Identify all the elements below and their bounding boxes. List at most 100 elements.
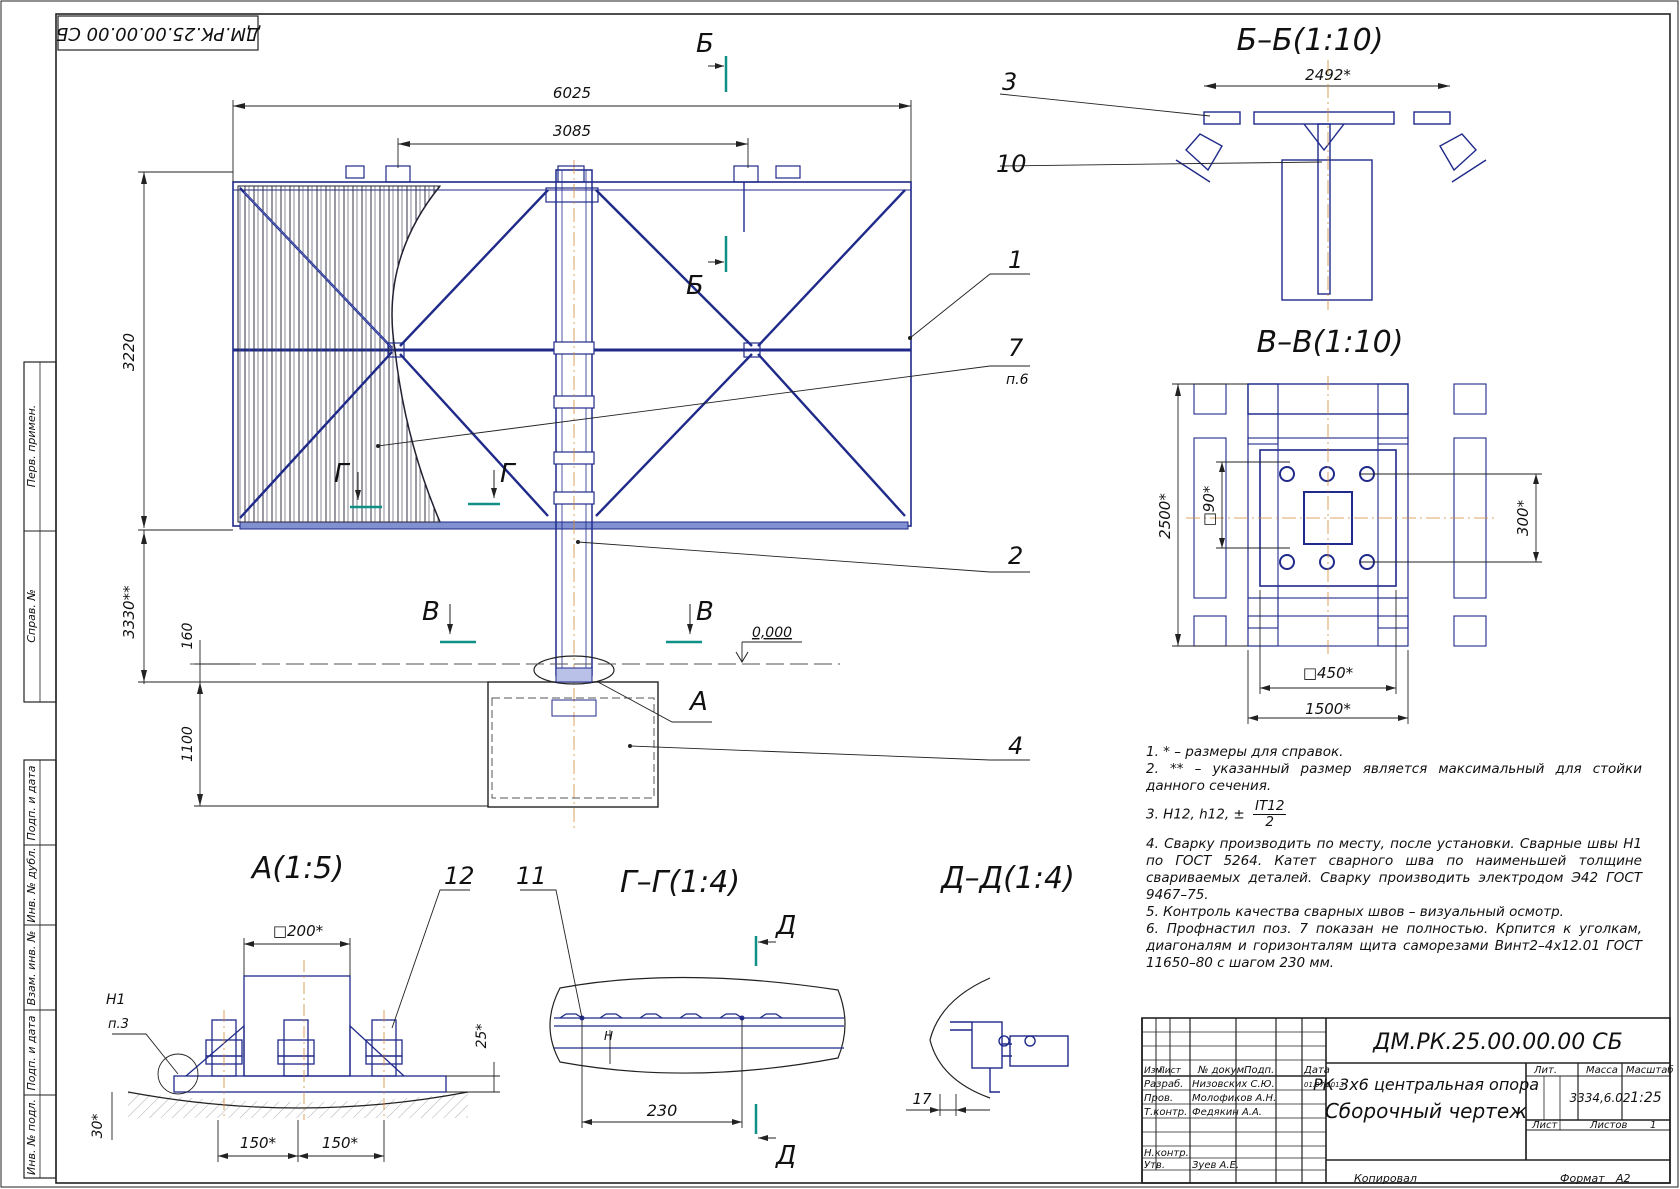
approval-date: 01.07.2013: [1304, 1081, 1344, 1089]
section-mark-b-top: Б: [696, 29, 714, 59]
document-type: Сборочный чертеж: [1325, 1099, 1527, 1123]
level-marker: 0,000: [735, 625, 802, 663]
section-vv-dim-width: 1500*: [1305, 700, 1351, 718]
footer: Копировал Формат А2: [1354, 1172, 1631, 1185]
note-1: 1. * – размеры для справок.: [1146, 744, 1344, 760]
section-vv: В–В(1:10): [1156, 325, 1542, 724]
section-gg-mark-d-top: Д: [775, 911, 796, 941]
section-gg-title: Г–Г(1:4): [620, 865, 740, 900]
detail-a-title: А(1:5): [250, 851, 344, 886]
section-bb-pos3: 3: [1002, 68, 1017, 96]
detail-a-dim-150b: 150*: [322, 1134, 359, 1152]
role-razrab: Разраб.: [1144, 1078, 1183, 1090]
technical-notes: 1. * – размеры для справок. 2. ** – указ…: [1146, 744, 1642, 972]
detail-a-weld: Н1: [106, 992, 125, 1008]
detail-a-dim-150a: 150*: [240, 1134, 277, 1152]
diagonal-braces: [239, 187, 906, 519]
detail-mark-a: А: [688, 687, 708, 717]
section-gg-pos11: 11: [516, 862, 547, 890]
section-mark-g-right: Г: [500, 459, 517, 489]
section-cut-marks: Б Б Г Г В В: [334, 29, 728, 644]
note-4: 4. Сварку производить по месту, после ус…: [1146, 836, 1642, 903]
lit-label: Лит.: [1533, 1065, 1557, 1076]
format-label: Формат: [1560, 1172, 1605, 1185]
detail-a-break-outline: [128, 1092, 468, 1118]
section-mark-b-bottom: Б: [686, 271, 704, 301]
side-stamp-labels: Перв. примен. Справ. № Подп. и дата Инв.…: [25, 405, 38, 1175]
note-3-text: 3. Н12, h12, ±: [1146, 806, 1245, 823]
corner-designation-stamp: ДМ.РК.25.00.00.00 СБ: [56, 15, 261, 51]
section-dd-title: Д–Д(1:4): [939, 861, 1075, 896]
col-sign: Подп.: [1244, 1065, 1274, 1076]
side-stamp-label: Перв. примен.: [25, 405, 38, 488]
section-gg-dim-230: 230: [647, 1101, 678, 1120]
detail-a-weld-note: п.3: [108, 1017, 129, 1032]
scale-label: Масштаб: [1626, 1064, 1674, 1076]
col-date: Дата: [1303, 1065, 1330, 1076]
copied-label: Копировал: [1354, 1172, 1417, 1185]
title-block-text: ДМ.РК.25.00.00.00 СБ РК 3х6 центральная …: [1144, 1030, 1674, 1171]
note-2: 2. ** – указанный размер является максим…: [1146, 761, 1642, 794]
position-leaders: [377, 273, 1030, 761]
position-1: 1: [1008, 246, 1023, 274]
dim-foundation-depth: 1100: [180, 726, 196, 762]
sheets-value: 1: [1650, 1120, 1656, 1131]
position-7-note: п.6: [1006, 372, 1029, 388]
position-7: 7: [1008, 334, 1024, 362]
side-stamp-label: Взам. инв. №: [25, 931, 38, 1006]
side-stamp-label: Инв. № дубл.: [25, 847, 38, 922]
section-vv-dim-square450: □450*: [1303, 664, 1354, 682]
role-utv: Утв.: [1144, 1160, 1165, 1171]
central-post: [553, 160, 595, 830]
section-dd: Д–Д(1:4) 17: [906, 861, 1075, 1116]
sheet-label: Лист: [1531, 1120, 1559, 1131]
product-name: РК 3х6 центральная опора: [1313, 1075, 1539, 1094]
detail-a-dim-25: 25*: [474, 1024, 490, 1049]
name-utv: Зуев А.Е.: [1192, 1160, 1239, 1171]
detail-a-dim-square200: □200*: [273, 922, 324, 940]
main-view: 0,000 6025 3085 3: [120, 29, 1030, 830]
format-value: А2: [1615, 1172, 1631, 1185]
col-izm: Изм.: [1144, 1066, 1165, 1076]
section-gg-mark-d-bottom: Д: [775, 1141, 796, 1171]
detail-a-dim-30: 30*: [90, 1114, 106, 1139]
position-2: 2: [1008, 542, 1023, 570]
leader-dots: [376, 336, 912, 748]
name-tkontr: Федякин А.А.: [1192, 1107, 1262, 1118]
gusset-plates: [387, 187, 761, 358]
mass-value: 3334,6.02: [1569, 1091, 1630, 1105]
section-bb-dim: 2492*: [1305, 66, 1351, 84]
name-prov: Молофиков А.Н.: [1192, 1093, 1276, 1104]
role-nkontr: Н.контр.: [1144, 1148, 1189, 1159]
top-brackets: [345, 165, 801, 232]
detail-a-pos12: 12: [444, 862, 475, 890]
title-designation: ДМ.РК.25.00.00.00 СБ: [1372, 1030, 1622, 1055]
dim-overall-width: 6025: [553, 84, 591, 102]
col-list: Лист: [1157, 1066, 1182, 1076]
corner-designation: ДМ.РК.25.00.00.00 СБ: [56, 23, 261, 44]
section-vv-title: В–В(1:10): [1257, 325, 1404, 360]
side-stamp-column: [23, 361, 57, 1179]
level-mark: 0,000: [752, 625, 792, 641]
side-stamp-label: Подп. и дата: [25, 1015, 38, 1090]
section-dd-dim-17: 17: [912, 1090, 932, 1108]
fraction-numerator: IT12: [1253, 798, 1287, 815]
dimension-lines: [138, 100, 912, 807]
note-3: 3. Н12, h12, ± IT12 2: [1146, 799, 1642, 830]
role-tkontr: Т.контр.: [1144, 1107, 1187, 1118]
side-blocks: [1193, 383, 1487, 647]
section-gg: Г–Г(1:4) 11 Н 230 Д Д: [516, 862, 846, 1171]
section-bb-pos10: 10: [996, 150, 1027, 178]
mass-label: Масса: [1586, 1065, 1618, 1076]
position-4: 4: [1008, 732, 1023, 760]
side-stamp-label: Подп. и дата: [25, 765, 38, 840]
detail-a: А(1:5): [90, 851, 500, 1162]
section-vv-dim-height: 2500*: [1156, 493, 1174, 539]
title-block: [1141, 1017, 1671, 1184]
name-razrab: Низовских С.Ю.: [1192, 1079, 1275, 1090]
side-stamp-label: Инв. № подл.: [25, 1099, 38, 1175]
dim-upper-gap: 160: [180, 623, 196, 650]
foundation: [487, 655, 659, 808]
section-mark-v-left: В: [422, 597, 440, 627]
